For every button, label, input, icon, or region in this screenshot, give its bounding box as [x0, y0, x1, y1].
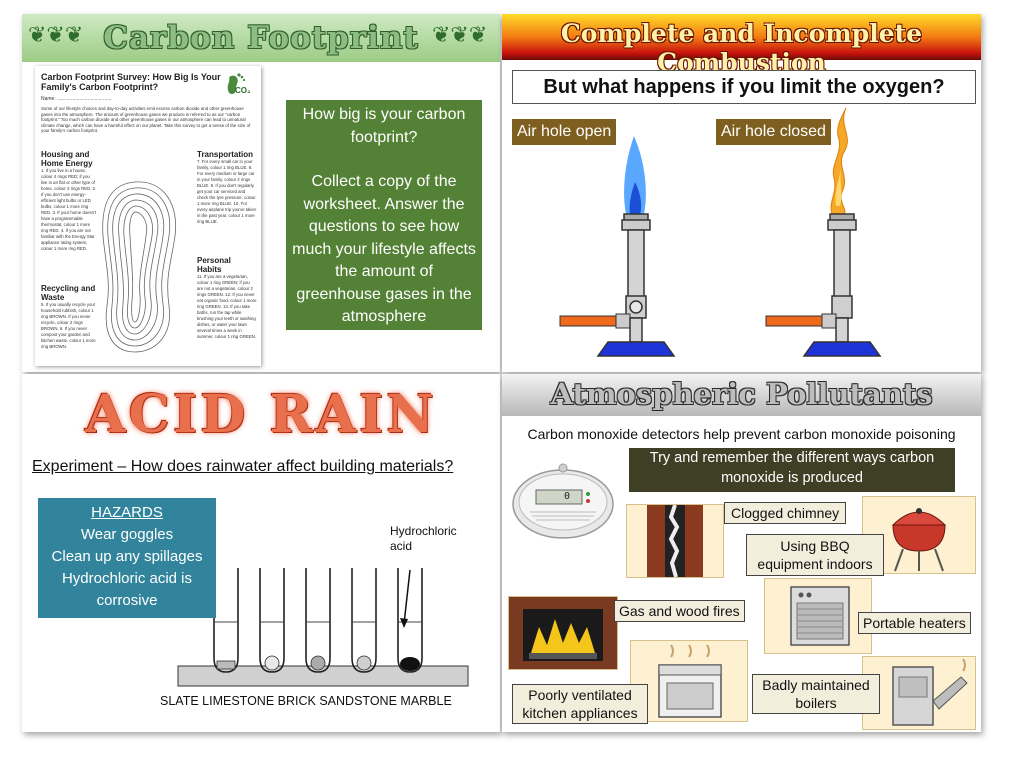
recycling-section: Recycling and Waste 5. If you usually re… [41, 284, 97, 350]
combustion-panel: Complete and Incomplete Combustion But w… [502, 14, 981, 372]
pollutants-title: Atmospheric Pollutants [550, 377, 933, 411]
recycling-text: 5. If you usually recycle your household… [41, 302, 96, 349]
detector-display: 0 [564, 491, 571, 502]
material-label: SLATE [160, 694, 199, 708]
personal-heading: Personal Habits [197, 256, 231, 274]
housing-section: Housing and Home Energy 1. If you live i… [41, 150, 97, 252]
carbon-footprint-title-bar: ❦❦❦ ❦❦❦ Carbon Footprint [22, 14, 500, 62]
co2-logo-text: CO₂ [235, 86, 251, 95]
blue-flame-icon [624, 136, 646, 214]
chimney-image [626, 504, 724, 578]
detector-subtitle: Carbon monoxide detectors help prevent c… [527, 426, 956, 442]
acid-label-line-2: acid [390, 539, 413, 553]
kitchen-image [630, 640, 748, 722]
air-hole-open-label: Air hole open [512, 119, 617, 145]
hazard-line: Hydrochloric acid is corrosive [61, 570, 193, 609]
transport-text: 7. For every small car in your family, c… [197, 159, 257, 224]
hazard-line: Clean up any spillages [51, 548, 203, 565]
personal-section: Personal Habits 11. If you are a vegetar… [197, 256, 257, 340]
portable-heaters-label: Portable heaters [858, 612, 971, 634]
air-hole-closed-label: Air hole closed [716, 119, 831, 145]
footprint-rings-drawing [102, 181, 177, 353]
heater-image [764, 578, 872, 654]
housing-text: 1. If you live in a house, colour 4 ring… [41, 168, 97, 251]
personal-text: 11. If you are a vegetarian, colour 1 ri… [197, 274, 257, 339]
transport-heading: Transportation [197, 150, 254, 159]
combustion-title-bar: Complete and Incomplete Combustion [502, 14, 981, 77]
boiler-icon [892, 658, 968, 726]
co-detector-icon [512, 463, 614, 539]
carbon-footprint-instructions-box: How big is your carbon footprint? Collec… [286, 100, 482, 330]
clogged-chimney-label: Clogged chimney [724, 502, 847, 524]
acid-label-line-1: Hydrochloric [390, 524, 457, 538]
bunsen-burner-open-drawing [559, 136, 676, 357]
atmospheric-pollutants-panel: Atmospheric Pollutants Carbon monoxide d… [502, 374, 981, 732]
recycling-heading: Recycling and Waste [41, 284, 96, 302]
material-labels: SLATE LIMESTONE BRICK SANDSTONE MARBLE [160, 694, 480, 708]
co-sources-prompt: Try and remember the different ways carb… [629, 448, 955, 492]
boilers-label: Badly maintained boilers [752, 674, 880, 714]
bunsen-burner-closed-drawing [765, 107, 882, 357]
leaf-decoration-icon: ❦❦❦ [28, 23, 84, 48]
gas-wood-fires-label: Gas and wood fires [614, 600, 745, 622]
material-label: MARBLE [400, 694, 452, 708]
carbon-footprint-title: Carbon Footprint [103, 20, 419, 56]
worksheet-name-line: Name: ..................................… [41, 96, 112, 102]
fireplace-image [508, 596, 618, 670]
instructions-question: How big is your carbon footprint? [302, 106, 466, 146]
combustion-title: Complete and Incomplete Combustion [560, 19, 923, 77]
material-label: LIMESTONE [202, 694, 275, 708]
experiment-heading: Experiment – How does rainwater affect b… [32, 458, 492, 476]
material-label: BRICK [277, 694, 316, 708]
kitchen-appliances-label: Poorly ventilated kitchen appliances [512, 684, 648, 724]
transport-section: Transportation 7. For every small car in… [197, 150, 257, 225]
fireplace-icon [509, 597, 617, 669]
carbon-footprint-worksheet: Carbon Footprint Survey: How Big Is Your… [35, 66, 261, 366]
hazards-heading: HAZARDS [91, 504, 163, 521]
experiment-label: Experiment [32, 458, 113, 475]
acid-label: Hydrochloric acid [390, 524, 457, 554]
housing-heading: Housing and Home Energy [41, 150, 93, 168]
material-label: SANDSTONE [319, 694, 397, 708]
stove-icon [658, 644, 722, 718]
bbq-label: Using BBQ equipment indoors [746, 534, 884, 576]
experiment-question: – How does rainwater affect building mat… [112, 458, 454, 475]
worksheet-intro: Some of our lifestyle choices and day-to… [41, 106, 251, 134]
instructions-text: Collect a copy of the worksheet. Answer … [292, 173, 476, 325]
hazard-line: Wear goggles [80, 526, 174, 543]
clogged-chimney-icon [647, 504, 703, 578]
worksheet-title: Carbon Footprint Survey: How Big Is Your… [41, 72, 221, 92]
hazards-box: HAZARDS Wear goggles Clean up any spilla… [38, 498, 216, 618]
bbq-grill-icon [891, 508, 947, 572]
test-tubes-drawing: . [150, 522, 480, 722]
pollutants-title-bar: Atmospheric Pollutants [502, 374, 981, 416]
carbon-footprint-panel: ❦❦❦ ❦❦❦ Carbon Footprint Carbon Footprin… [22, 14, 500, 372]
boiler-image [862, 656, 976, 730]
acid-rain-title: ACID RAIN [85, 384, 437, 445]
footprint-co2-icon [227, 73, 246, 94]
portable-heater-icon [790, 586, 850, 646]
leaf-decoration-icon: ❦❦❦ [432, 23, 488, 48]
acid-test-diagram: . Hydrochloric acid SLATE LIMESTONE BRIC… [150, 522, 480, 722]
acid-rain-panel: ACID RAIN Experiment – How does rainwate… [22, 374, 500, 732]
oxygen-question: But what happens if you limit the oxygen… [512, 70, 976, 104]
